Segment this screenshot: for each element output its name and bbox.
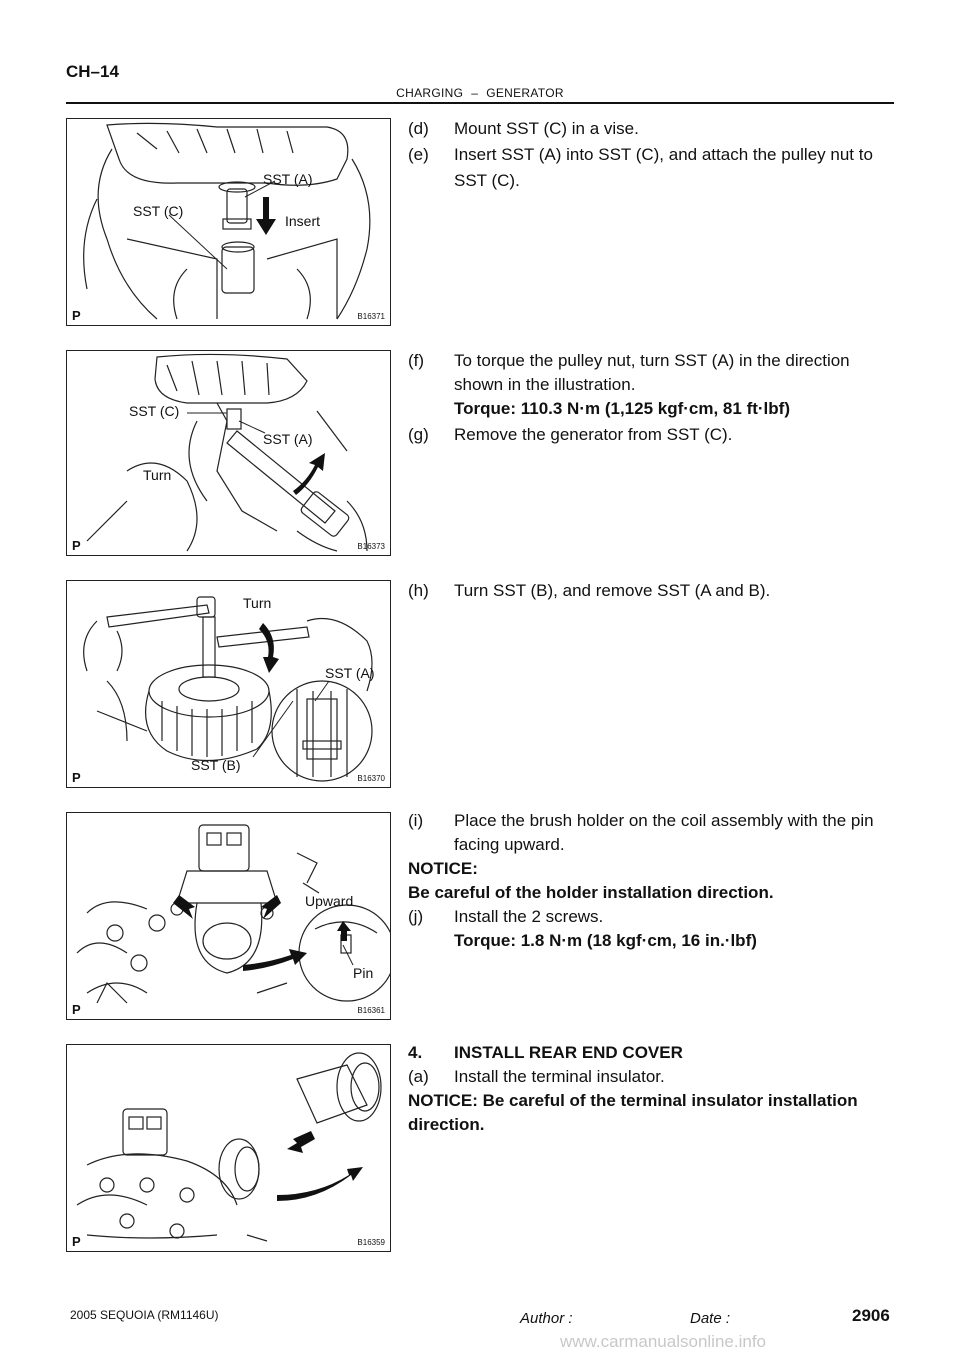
step-letter: (a) (408, 1067, 429, 1086)
figure-b16370-illustration (83, 596, 373, 782)
torque-spec: Torque: 1.8 N·m (18 kgf·cm, 16 in.·lbf) (454, 931, 757, 950)
figure-b16373: SST (C) SST (A) Turn P B16373 (66, 350, 391, 556)
step-text-line2: shown in the illustration. (454, 375, 636, 394)
figure-code: B16361 (357, 1006, 385, 1015)
figure-code: B16371 (357, 312, 385, 321)
figure-code: B16370 (357, 774, 385, 783)
watermark: www.carmanualsonline.info (560, 1332, 766, 1351)
section-separator: – (471, 86, 479, 100)
callout-sst-a: SST (A) (263, 171, 313, 187)
step-letter: (j) (408, 907, 424, 926)
callout-sst-c: SST (C) (133, 203, 184, 219)
step-letter: (h) (408, 581, 429, 600)
footer-author-label: Author : (520, 1310, 573, 1327)
step-text: Remove the generator from SST (C). (454, 425, 733, 444)
torque-spec: Torque: 110.3 N·m (1,125 kgf·cm, 81 ft·l… (454, 399, 790, 418)
figure-p-mark: P (72, 1002, 81, 1017)
step-text-line1: Place the brush holder on the coil assem… (454, 811, 874, 830)
step-text-line2: facing upward. (454, 835, 565, 854)
figure-b16359-illustration (76, 1052, 382, 1242)
notice-title: NOTICE: (408, 859, 478, 878)
callout-sst-a: SST (A) (325, 665, 375, 681)
callout-insert: Insert (285, 213, 321, 229)
callout-pin: Pin (353, 965, 374, 981)
figure-b16361-illustration (76, 824, 390, 1004)
figure-b16373-illustration (86, 353, 368, 552)
step-text-line1: Insert SST (A) into SST (C), and attach … (454, 145, 873, 164)
callout-sst-c: SST (C) (129, 403, 180, 419)
step-letter: (d) (408, 119, 429, 138)
step-letter: (e) (408, 145, 429, 164)
step-text-line1: To torque the pulley nut, turn SST (A) i… (454, 351, 850, 370)
callout-upward: Upward (305, 893, 354, 909)
notice-text: Be careful of the holder installation di… (408, 883, 774, 902)
page-id: CH–14 (66, 62, 119, 81)
callout-turn: Turn (143, 467, 172, 483)
footer-date-label: Date : (690, 1310, 731, 1327)
callout-sst-a: SST (A) (263, 431, 313, 447)
figure-b16361: Upward Pin P B16361 (66, 812, 391, 1020)
step-letter: (g) (408, 425, 429, 444)
figure-p-mark: P (72, 308, 81, 323)
figure-code: B16373 (357, 542, 385, 551)
callout-sst-b: SST (B) (191, 757, 241, 773)
figure-b16370: Turn SST (A) SST (B) P B16370 (66, 580, 391, 788)
notice-line1: NOTICE: Be careful of the terminal insul… (408, 1091, 858, 1110)
step-heading-text: INSTALL REAR END COVER (454, 1043, 683, 1062)
section-name: CHARGING (396, 86, 464, 100)
footer-model: 2005 SEQUOIA (RM1146U) (70, 1308, 219, 1322)
notice-line2: direction. (408, 1115, 485, 1134)
step-text-line2: SST (C). (454, 171, 520, 190)
figure-p-mark: P (72, 770, 81, 785)
step-text: Install the 2 screws. (454, 907, 604, 926)
header-rule (66, 102, 894, 104)
subsection-name: GENERATOR (486, 86, 564, 100)
figure-b16359: P B16359 (66, 1044, 391, 1252)
figure-b16371: SST (A) SST (C) Insert P B16371 (66, 118, 391, 326)
section-title: CHARGING–GENERATOR (66, 86, 894, 100)
callout-turn: Turn (243, 595, 272, 611)
step-number: 4. (408, 1043, 423, 1062)
figure-p-mark: P (72, 538, 81, 553)
figure-p-mark: P (72, 1234, 81, 1249)
step-letter: (i) (408, 811, 424, 830)
step-text: Turn SST (B), and remove SST (A and B). (454, 581, 771, 600)
figure-code: B16359 (357, 1238, 385, 1247)
footer-page-number: 2906 (852, 1306, 890, 1325)
step-text: Install the terminal insulator. (454, 1067, 665, 1086)
step-text: Mount SST (C) in a vise. (454, 119, 639, 138)
step-letter: (f) (408, 351, 425, 370)
figure-b16371-illustration (83, 122, 371, 320)
